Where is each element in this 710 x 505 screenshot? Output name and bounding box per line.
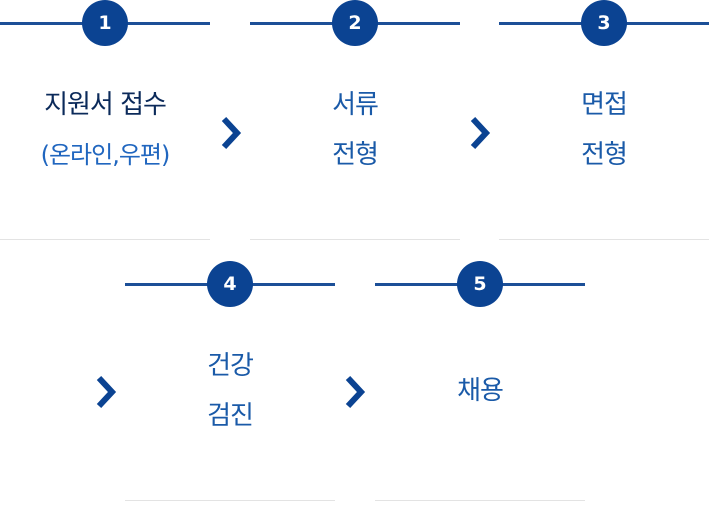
process-step-4: 4 건강 검진 [125,261,335,501]
step-title-line2: 전형 [332,140,379,170]
step-title-line1: 채용 [457,376,504,406]
step-bottom-line [375,500,585,501]
chevron-right-icon [219,113,243,153]
chevron-right-icon [94,372,118,412]
step-title-line1: 면접 [581,90,628,120]
step-title-line1: 건강 [207,351,254,381]
step-bottom-line [125,500,335,501]
step-title: 건강 검진 [125,341,335,441]
step-title-line1: 지원서 접수 [44,90,167,120]
step-number-badge: 4 [207,261,253,307]
step-number-badge: 3 [581,0,627,46]
step-number-badge: 5 [457,261,503,307]
chevron-right-icon [343,372,367,412]
step-title: 지원서 접수 (온라인,우편) [0,80,210,180]
step-number-badge: 1 [82,0,128,46]
step-bottom-line [499,239,709,240]
process-step-5: 5 채용 [375,261,585,501]
step-title-line2: (온라인,우편) [40,141,171,169]
step-title-line2: 전형 [581,140,628,170]
step-title-line2: 검진 [207,401,254,431]
process-step-3: 3 면접 전형 [499,0,709,240]
process-step-1: 1 지원서 접수 (온라인,우편) [0,0,210,240]
step-bottom-line [250,239,460,240]
step-bottom-line [0,239,210,240]
chevron-right-icon [468,113,492,153]
step-title: 채용 [375,366,585,416]
step-title-line1: 서류 [332,90,379,120]
step-title: 면접 전형 [499,80,709,180]
step-number-badge: 2 [332,0,378,46]
step-title: 서류 전형 [250,80,460,180]
process-step-2: 2 서류 전형 [250,0,460,240]
